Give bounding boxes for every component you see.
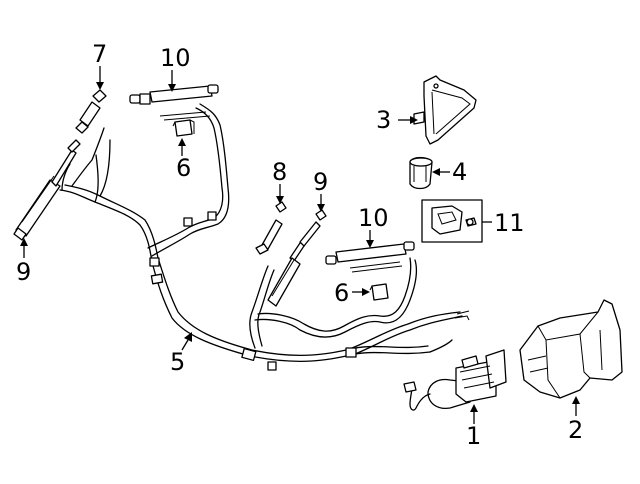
- bracket: [413, 75, 477, 145]
- module-housing: [519, 299, 623, 399]
- callout-6-lower: 6: [334, 279, 349, 307]
- lift-actuator-left: [13, 89, 107, 241]
- callout-3: 3: [376, 106, 391, 134]
- callout-8: 8: [272, 158, 287, 186]
- sensor-upper: [172, 119, 195, 137]
- callout-4: 4: [452, 158, 467, 186]
- pump-motor: [403, 349, 507, 411]
- wiring-harness: [59, 103, 470, 371]
- strut-upper: [129, 84, 219, 121]
- strut-lower: [325, 241, 415, 273]
- boot-cap: [409, 156, 433, 190]
- callout-1: 1: [466, 422, 481, 450]
- callout-leaders: [20, 66, 580, 424]
- callout-10-upper: 10: [160, 44, 191, 72]
- callout-2: 2: [568, 416, 583, 444]
- callout-7: 7: [92, 40, 107, 68]
- callout-9-left: 9: [16, 258, 31, 286]
- callout-11: 11: [494, 209, 525, 237]
- callout-labels: 7 10 3 4 6 8 9 10 11 6 9 5 1 2: [16, 40, 583, 450]
- clip-box: [421, 199, 483, 243]
- lift-actuator-center: [255, 201, 327, 307]
- callout-9-center: 9: [313, 168, 328, 196]
- callout-10-lower: 10: [358, 204, 389, 232]
- sensor-lower: [369, 283, 389, 301]
- callout-6-upper: 6: [176, 154, 191, 182]
- callout-5: 5: [170, 348, 185, 376]
